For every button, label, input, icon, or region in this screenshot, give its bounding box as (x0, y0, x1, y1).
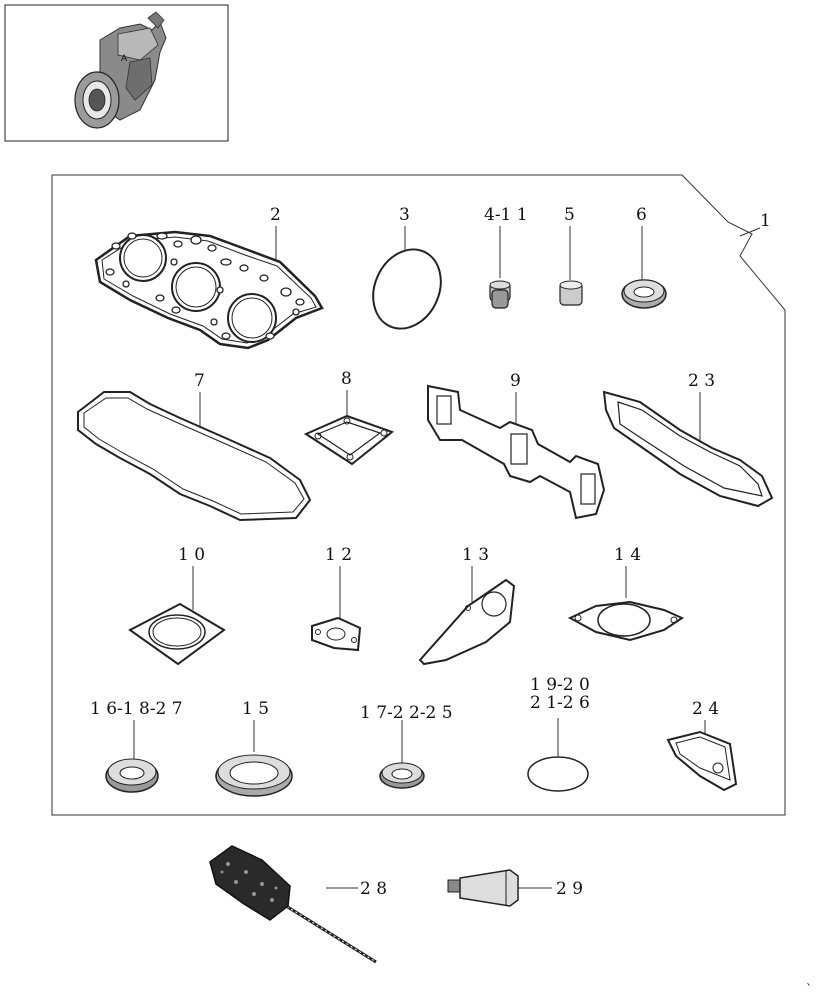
seal-ring (621, 279, 667, 309)
callout-28: 2 8 (360, 879, 388, 899)
cover-plate-gasket (666, 730, 738, 792)
callout-23: 2 3 (688, 371, 716, 391)
callout-19a: 1 9-2 0 (530, 675, 590, 695)
callout-7: 7 (194, 371, 205, 391)
rocker-cover-gasket (77, 391, 312, 522)
callout-3: 3 (399, 205, 410, 225)
engine-thumbnail (4, 4, 229, 142)
callout-2: 2 (270, 205, 281, 225)
callout-17: 1 7-2 2-2 5 (360, 703, 453, 723)
callout-10: 1 0 (178, 545, 206, 565)
engine-icon (74, 11, 167, 129)
callout-14: 1 4 (614, 545, 642, 565)
o-ring-19 (527, 756, 589, 792)
callout-15: 1 5 (242, 699, 270, 719)
callout-13: 1 3 (462, 545, 490, 565)
callout-9: 9 (510, 371, 521, 391)
callout-6: 6 (636, 205, 647, 225)
small-flange-gasket (311, 616, 362, 652)
o-ring (372, 248, 442, 330)
callout-24: 2 4 (692, 699, 720, 719)
exhaust-manifold-gasket (427, 384, 606, 520)
cleaning-brush (209, 845, 377, 964)
callout-5: 5 (564, 205, 575, 225)
callout-16: 1 6-1 8-2 7 (90, 699, 183, 719)
kit-outline (51, 174, 786, 816)
corner-mark: ` (806, 982, 812, 996)
sealant-tube (447, 869, 519, 907)
square-gasket (303, 414, 395, 466)
callout-19b: 2 1-2 6 (530, 693, 590, 713)
cylinder-head-gasket (94, 230, 324, 350)
thumbnail-letter: A (121, 54, 128, 64)
side-cover-gasket (602, 390, 774, 508)
oval-flange-gasket (567, 600, 685, 642)
seal-ring-17 (379, 762, 425, 789)
callout-29: 2 9 (556, 879, 584, 899)
callout-1: 1 (760, 211, 771, 231)
callout-12: 1 2 (325, 545, 353, 565)
thermostat-gasket (128, 602, 226, 666)
bushing (559, 280, 583, 306)
water-pump-gasket (418, 578, 516, 666)
callout-8: 8 (341, 369, 352, 389)
callout-4: 4-1 1 (484, 205, 528, 225)
valve-stem-seal (489, 280, 511, 309)
seal-ring-16 (105, 758, 159, 793)
seal-ring-15 (215, 754, 293, 797)
